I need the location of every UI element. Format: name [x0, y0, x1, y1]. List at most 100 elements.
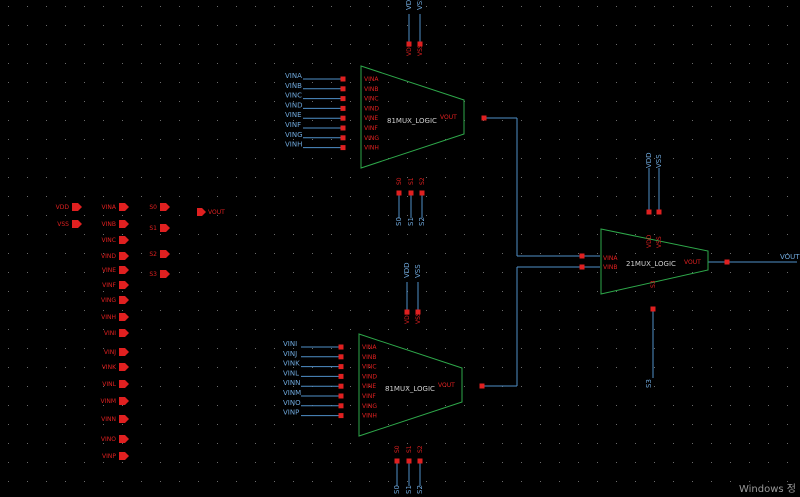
grid-dot — [521, 44, 522, 45]
pin-square — [340, 86, 346, 92]
grid-dot — [350, 234, 351, 235]
grid-dot — [502, 329, 503, 330]
grid-dot — [426, 386, 427, 387]
grid-dot — [654, 82, 655, 83]
grid-dot — [198, 196, 199, 197]
grid-dot — [407, 215, 408, 216]
mux8-select-label: S2 — [417, 445, 424, 453]
io-pin-label: VINH — [101, 314, 116, 321]
grid-dot — [692, 82, 693, 83]
grid-dot — [597, 348, 598, 349]
mux8-select-label: S1 — [408, 177, 415, 185]
grid-dot — [635, 63, 636, 64]
mux8-input-label: VINA — [362, 344, 377, 351]
grid-dot — [597, 177, 598, 178]
grid-dot — [160, 424, 161, 425]
mux8-input-label: VINE — [364, 115, 378, 122]
grid-dot — [255, 158, 256, 159]
grid-dot — [483, 6, 484, 7]
grid-dot — [312, 44, 313, 45]
grid-dot — [27, 196, 28, 197]
grid-dot — [711, 367, 712, 368]
grid-dot — [407, 158, 408, 159]
grid-dot — [312, 272, 313, 273]
grid-dot — [84, 120, 85, 121]
mux8-input-label: VINF — [364, 125, 378, 132]
grid-dot — [635, 272, 636, 273]
grid-dot — [654, 272, 655, 273]
grid-dot — [578, 253, 579, 254]
grid-dot — [312, 310, 313, 311]
grid-dot — [787, 44, 788, 45]
grid-dot — [255, 234, 256, 235]
grid-dot — [692, 405, 693, 406]
grid-dot — [483, 443, 484, 444]
grid-dot — [730, 367, 731, 368]
grid-dot — [407, 234, 408, 235]
grid-dot — [673, 196, 674, 197]
grid-dot — [141, 6, 142, 7]
grid-dot — [236, 139, 237, 140]
grid-dot — [160, 139, 161, 140]
grid-dot — [749, 348, 750, 349]
grid-dot — [331, 158, 332, 159]
grid-dot — [141, 196, 142, 197]
grid-dot — [540, 120, 541, 121]
grid-dot — [578, 443, 579, 444]
grid-dot — [198, 6, 199, 7]
grid-dot — [369, 215, 370, 216]
grid-dot — [616, 25, 617, 26]
grid-dot — [692, 272, 693, 273]
grid-dot — [27, 367, 28, 368]
grid-dot — [388, 139, 389, 140]
grid-dot — [8, 196, 9, 197]
grid-dot — [540, 6, 541, 7]
grid-dot — [730, 6, 731, 7]
grid-dot — [217, 462, 218, 463]
grid-dot — [635, 367, 636, 368]
grid-dot — [502, 196, 503, 197]
net-label: VDD — [645, 152, 653, 168]
grid-dot — [540, 101, 541, 102]
grid-dot — [483, 101, 484, 102]
grid-dot — [122, 6, 123, 7]
grid-dot — [141, 424, 142, 425]
grid-dot — [483, 234, 484, 235]
grid-dot — [388, 443, 389, 444]
grid-dot — [293, 329, 294, 330]
grid-dot — [369, 120, 370, 121]
grid-dot — [274, 272, 275, 273]
grid-dot — [692, 63, 693, 64]
grid-dot — [654, 386, 655, 387]
grid-dot — [768, 386, 769, 387]
io-pin: VINJ — [104, 348, 129, 356]
io-pin: VINO — [101, 435, 129, 443]
grid-dot — [559, 101, 560, 102]
grid-dot — [635, 6, 636, 7]
grid-dot — [521, 196, 522, 197]
grid-dot — [407, 196, 408, 197]
grid-dot — [27, 348, 28, 349]
grid-dot — [464, 272, 465, 273]
grid-dot — [46, 6, 47, 7]
grid-dot — [711, 348, 712, 349]
pin-square — [340, 115, 346, 121]
io-pin: VDD — [56, 203, 82, 211]
grid-dot — [8, 25, 9, 26]
pin-square — [338, 383, 344, 389]
grid-dot — [217, 139, 218, 140]
io-pin-shape — [119, 452, 129, 460]
grid-dot — [540, 82, 541, 83]
grid-dot — [350, 158, 351, 159]
grid-dot — [502, 367, 503, 368]
grid-dot — [65, 386, 66, 387]
grid-dot — [635, 386, 636, 387]
grid-dot — [502, 234, 503, 235]
grid-dot — [540, 386, 541, 387]
grid-dot — [407, 25, 408, 26]
grid-dot — [312, 234, 313, 235]
grid-dot — [578, 196, 579, 197]
grid-dot — [27, 139, 28, 140]
grid-dot — [407, 101, 408, 102]
